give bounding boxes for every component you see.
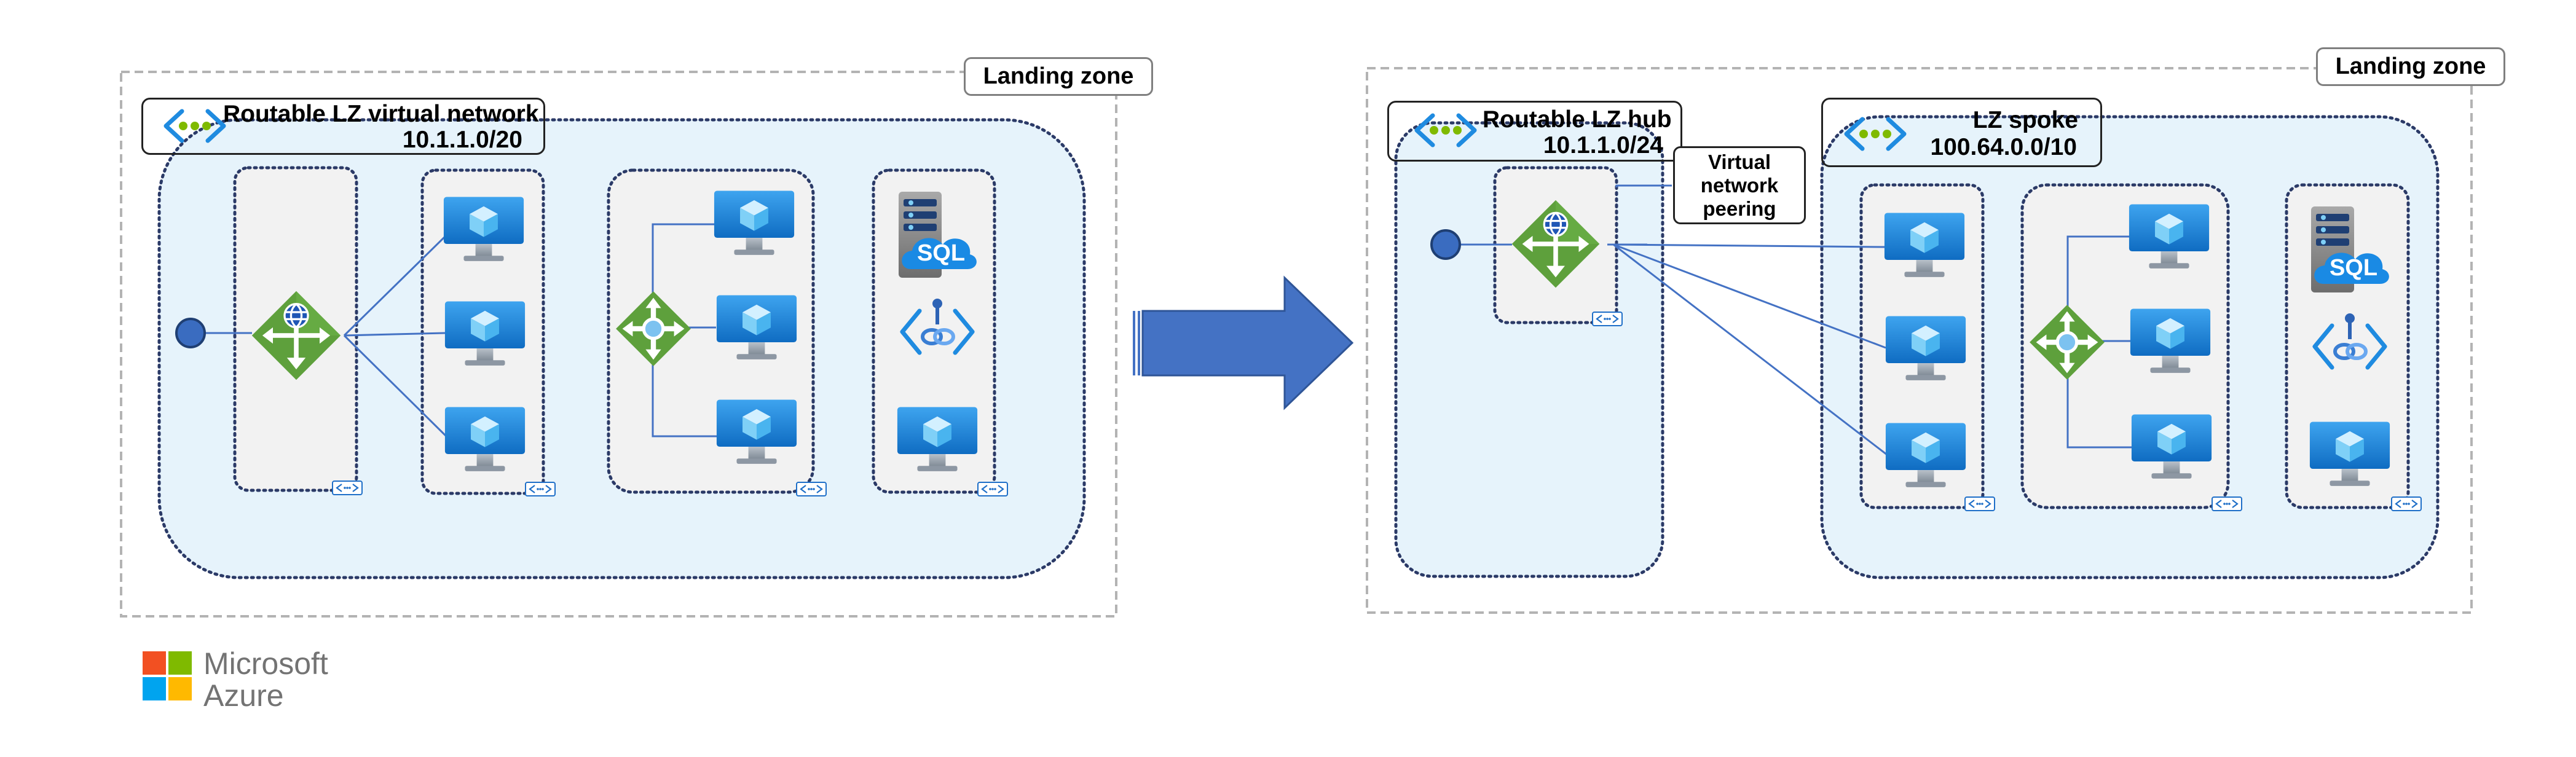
subnet-icon	[2212, 496, 2242, 511]
right-connections	[1460, 184, 2133, 456]
subnet-icon	[977, 482, 1008, 496]
right-landing-zone-label: Landing zone	[2316, 47, 2505, 86]
left-vnet-title: Routable LZ virtual network	[223, 101, 539, 127]
left-vnet-label: Routable LZ virtual network 10.1.1.0/20	[141, 98, 545, 155]
left-connections	[192, 223, 717, 437]
subnet-icon	[525, 482, 556, 496]
spoke-vnet-title: LZ spoke	[1972, 107, 2078, 133]
microsoft-azure-logo-text: Microsoft Azure	[203, 648, 328, 712]
virtual-network-peering-label: Virtual network peering	[1673, 146, 1806, 224]
logo-line-microsoft: Microsoft	[203, 646, 328, 681]
subnet-icon	[796, 482, 827, 496]
sql-label: SQL	[2330, 255, 2377, 281]
right-landing-zone: SQL	[1366, 67, 2473, 614]
logo-line-azure: Azure	[203, 678, 284, 713]
endpoint-dot	[175, 318, 206, 348]
left-landing-zone: SQL	[120, 71, 1117, 618]
spoke-vnet-cidr: 100.64.0.0/10	[1930, 134, 2077, 160]
peering-label-line: network	[1700, 173, 1779, 197]
left-vnet-cidr: 10.1.1.0/20	[402, 127, 522, 153]
subnet-icon	[2391, 496, 2422, 511]
spoke-vnet-label: LZ spoke 100.64.0.0/10	[1821, 98, 2102, 167]
subnet-icon	[1964, 496, 1995, 511]
peering-label-line: peering	[1703, 197, 1776, 220]
subnet-icon	[332, 480, 363, 495]
hub-vnet-cidr: 10.1.1.0/24	[1543, 132, 1663, 159]
transition-arrow	[1133, 275, 1354, 410]
endpoint-dot	[1430, 229, 1461, 260]
peering-label-line: Virtual	[1707, 150, 1771, 173]
hub-vnet-title: Routable LZ hub	[1483, 106, 1672, 133]
left-landing-zone-label: Landing zone	[964, 57, 1153, 96]
subnet-icon	[1592, 312, 1623, 326]
sql-label: SQL	[917, 240, 965, 266]
microsoft-logo-icon	[143, 651, 192, 700]
hub-vnet-label: Routable LZ hub 10.1.1.0/24	[1387, 101, 1682, 162]
left-landing-zone-border	[120, 71, 1117, 618]
